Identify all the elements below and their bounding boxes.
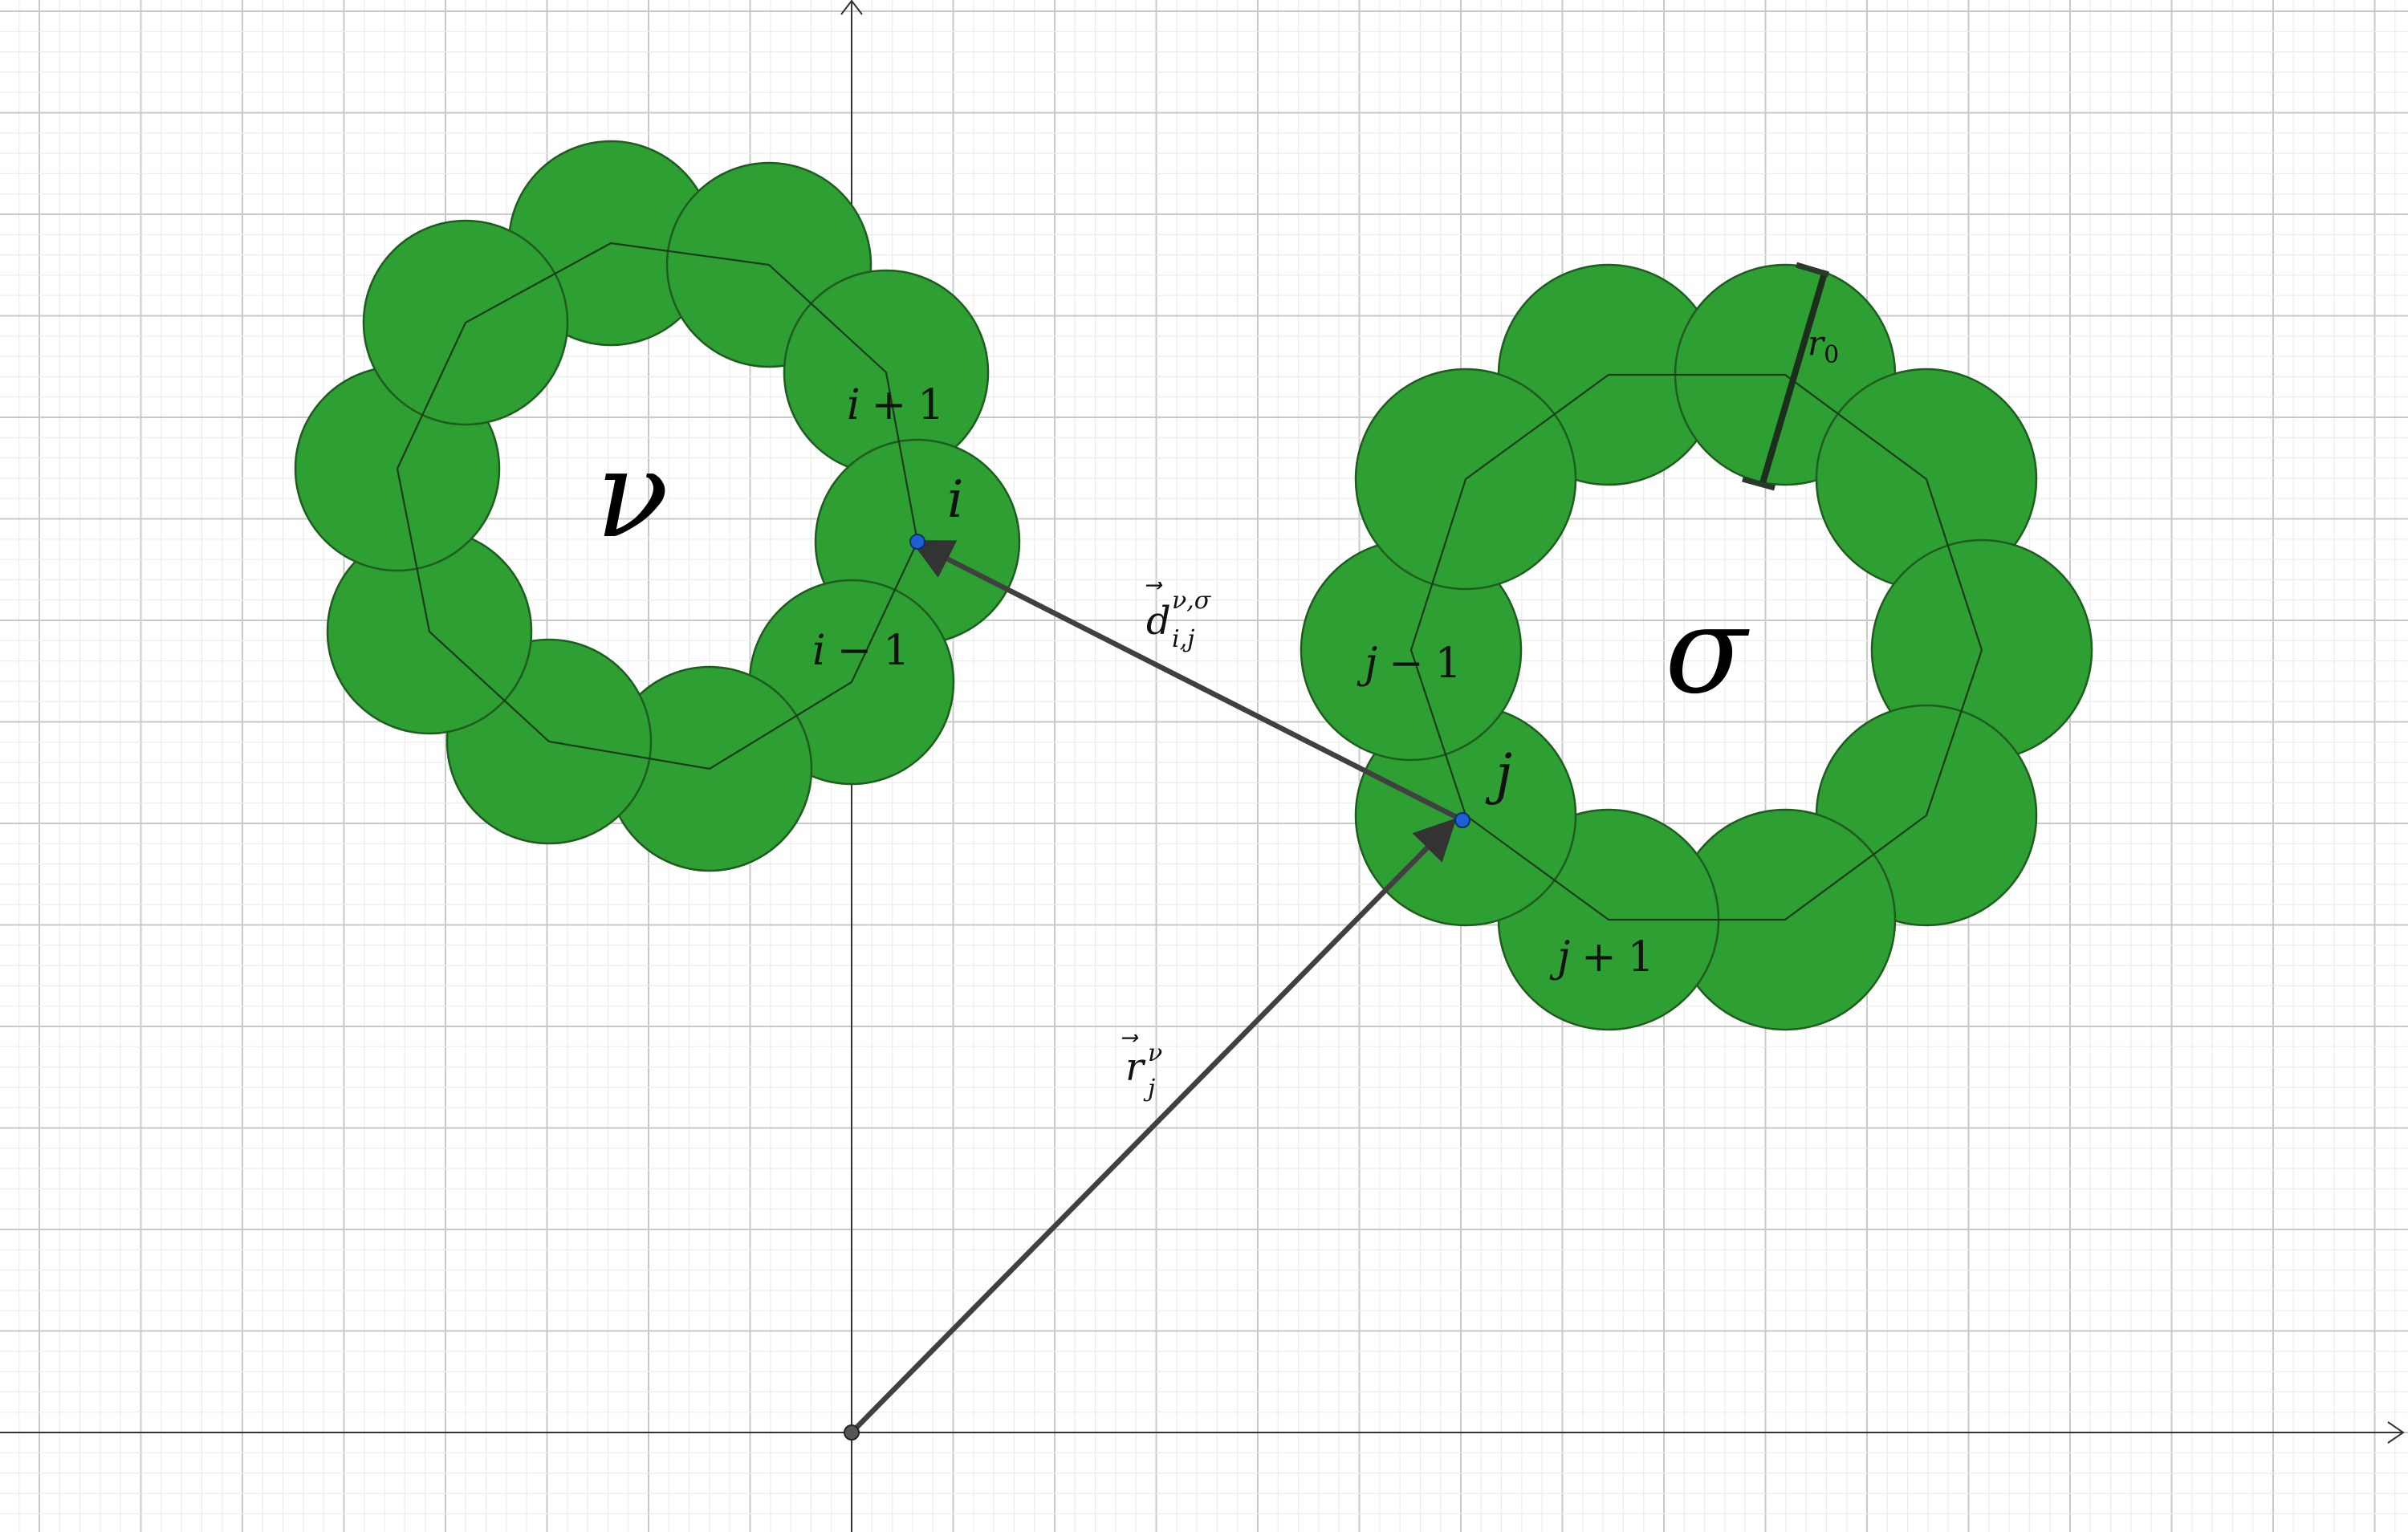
origin-point [844,1424,860,1441]
distance-vector-arrow [910,540,1464,823]
point-j [1454,812,1470,828]
chain-nu-backbone [396,242,919,770]
distance-vector-label: d ⃗ ν,σ i,j [1145,582,1212,653]
label-i-minus-1: i−1 [812,627,909,675]
label-i-plus-1: i+1 [847,381,944,429]
svg-text:d: d [1146,599,1171,644]
svg-text:r: r [1125,1045,1146,1090]
points [844,534,1470,1441]
vectors [849,540,1464,1435]
radius-label: r0 [1808,323,1839,369]
svg-text:j: j [1143,1075,1155,1103]
svg-text:ν: ν [1148,1039,1162,1067]
position-vector-arrow [849,818,1457,1435]
radius-cap-bottom [1742,476,1775,491]
chain-nu-label: ν [596,425,669,565]
label-j-minus-1: j−1 [1357,640,1462,688]
svg-text:i,j: i,j [1172,625,1194,653]
svg-text:ν,σ: ν,σ [1172,587,1212,615]
x-axis-arrow-icon [2387,1421,2405,1444]
svg-text:⃗: ⃗ [1145,582,1163,590]
chain-sigma-label: σ [1665,581,1750,721]
chain-sigma [1300,263,2093,1031]
label-i: i [947,470,963,530]
label-j-plus-1: j+1 [1549,933,1654,981]
radius-bar [1759,269,1828,485]
radius-cap-top [1795,262,1830,278]
y-axis-arrow-icon [840,0,863,15]
chain-sigma-backbone [1409,373,1983,921]
point-i [909,534,925,550]
radius-indicator: r0 [1742,262,1839,491]
